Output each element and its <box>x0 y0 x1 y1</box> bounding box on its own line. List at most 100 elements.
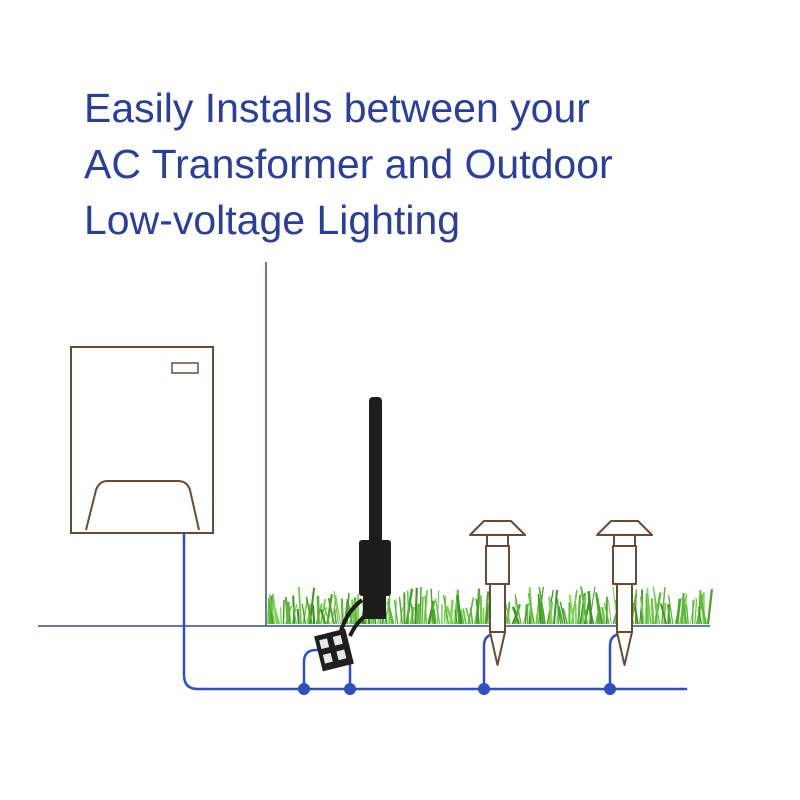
grass-blade <box>661 587 666 625</box>
grass-blade <box>416 603 420 625</box>
grass-blade <box>292 606 298 625</box>
grass-blade <box>666 604 672 625</box>
grass-blade <box>430 588 434 625</box>
grass-blade <box>608 600 612 625</box>
grass-blade <box>453 589 460 625</box>
grass-blade <box>465 607 472 625</box>
grass-blade <box>346 592 350 625</box>
grass-blade <box>442 594 450 625</box>
grass-blade <box>454 609 458 625</box>
grass-blade <box>663 602 667 625</box>
grass-blade <box>424 595 427 625</box>
grass-blade <box>699 599 708 625</box>
grass-blade <box>557 606 564 625</box>
grass-blade <box>479 595 483 625</box>
grass-blade <box>267 598 270 625</box>
grass-blade <box>601 606 606 625</box>
grass-blade <box>284 596 289 625</box>
grass-blade <box>268 594 276 625</box>
grass-blade <box>603 602 610 625</box>
grass-blade <box>486 607 489 625</box>
grass-blade <box>548 596 553 625</box>
grass-blade <box>333 608 337 625</box>
grass-blade <box>398 597 403 625</box>
grass-blade <box>443 595 447 625</box>
grass-blade <box>506 601 511 625</box>
grass-blade <box>469 607 474 625</box>
grass-blade <box>588 586 596 625</box>
grass-blade <box>697 606 702 625</box>
grass-blade <box>333 590 339 625</box>
grass-blade <box>386 601 395 625</box>
grass-blade <box>279 607 282 625</box>
headline: Easily Installs between your AC Transfor… <box>84 80 613 248</box>
grass-blade <box>568 594 575 625</box>
grass-blade <box>559 601 566 625</box>
grass-blade <box>685 604 689 625</box>
grass-blade <box>680 592 685 625</box>
grass-blade <box>557 598 559 625</box>
grass-blade <box>301 603 306 625</box>
grass-blade <box>537 593 542 625</box>
grass-blade <box>538 587 546 625</box>
grass-blade <box>311 604 316 625</box>
grass-blade <box>570 589 578 625</box>
headline-line-3: Low-voltage Lighting <box>84 197 461 243</box>
grass-blade <box>681 597 688 625</box>
grass-blade <box>351 599 355 625</box>
grass-blade <box>393 600 399 625</box>
grass-blade <box>462 608 467 625</box>
grass-blade <box>562 608 569 625</box>
grass-blade <box>667 595 674 625</box>
grass-blade <box>579 592 586 625</box>
grass-blade <box>296 608 300 625</box>
grass-blade <box>587 590 593 625</box>
grass-blade <box>272 605 281 625</box>
junction-dot <box>478 683 490 695</box>
grass-blade <box>650 598 655 625</box>
grass-blade <box>436 590 440 625</box>
grass-blade <box>595 593 604 625</box>
grass-blade <box>475 588 481 625</box>
grass-blade <box>335 594 342 625</box>
grass-blade <box>322 606 328 625</box>
photocell-sensor-icon <box>338 397 391 637</box>
transformer-wire <box>182 532 306 691</box>
grass-blade <box>589 607 595 625</box>
grass-blade <box>432 608 437 625</box>
grass-blade <box>419 586 422 625</box>
grass-blade <box>639 596 645 625</box>
ac-transformer-icon <box>70 346 214 534</box>
grass-blade <box>653 586 658 625</box>
grass-blade <box>553 589 558 625</box>
headline-line-2: AC Transformer and Outdoor <box>84 141 613 187</box>
grass-blade <box>340 598 344 625</box>
grass-blade <box>305 596 313 625</box>
grass-blade <box>445 605 455 625</box>
grass-blade <box>646 587 650 625</box>
grass-blade <box>407 590 410 625</box>
wire-connector-icon <box>314 628 354 672</box>
grass-blade <box>513 603 521 625</box>
junction-dot <box>344 683 356 695</box>
wiring <box>182 532 688 691</box>
grass-blade <box>675 598 682 625</box>
grass-blade <box>580 586 588 625</box>
grass-blade <box>527 592 535 625</box>
path-light-icon <box>469 520 526 666</box>
grass-blade <box>524 604 527 625</box>
grass-blade <box>427 600 435 625</box>
grass-blade <box>421 596 424 625</box>
grass-blade <box>647 595 652 625</box>
headline-line-1: Easily Installs between your <box>84 85 590 131</box>
grass-blade <box>577 594 582 625</box>
grass-blade <box>698 590 702 625</box>
grass-blade <box>511 606 520 625</box>
junction-dot <box>604 683 616 695</box>
grass-blade <box>410 603 414 625</box>
grass-blade <box>456 595 463 625</box>
grass-blade <box>653 590 661 625</box>
grass-blade <box>434 598 441 625</box>
grass-blade <box>405 588 414 625</box>
